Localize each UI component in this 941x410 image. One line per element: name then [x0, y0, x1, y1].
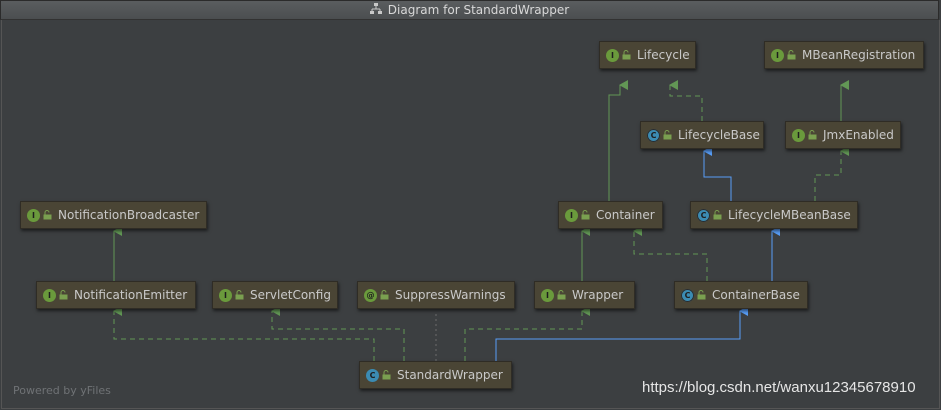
node-notificationbroadcaster[interactable]: I NotificationBroadcaster	[20, 201, 207, 229]
lock-open-icon	[235, 290, 244, 300]
lock-open-icon	[697, 290, 706, 300]
node-jmxenabled[interactable]: I JmxEnabled	[785, 121, 901, 149]
abstract-class-icon: C	[697, 208, 710, 222]
interface-icon: I	[43, 288, 56, 302]
node-suppresswarnings[interactable]: @ SuppressWarnings	[357, 281, 515, 309]
lock-open-icon	[622, 50, 631, 60]
node-label: Wrapper	[572, 288, 624, 302]
lock-open-icon	[663, 130, 672, 140]
node-standardwrapper[interactable]: C StandardWrapper	[359, 361, 512, 389]
node-label: NotificationBroadcaster	[58, 208, 200, 222]
watermark-text: https://blog.csdn.net/wanxu12345678910	[642, 379, 916, 396]
node-servletconfig[interactable]: I ServletConfig	[212, 281, 338, 309]
node-label: LifecycleBase	[678, 128, 760, 142]
node-wrapper[interactable]: I Wrapper	[534, 281, 635, 309]
lock-open-icon	[581, 210, 590, 220]
node-container[interactable]: I Container	[558, 201, 663, 229]
node-lifecycle[interactable]: I Lifecycle	[599, 41, 696, 69]
node-notificationemitter[interactable]: I NotificationEmitter	[36, 281, 196, 309]
lock-open-icon	[787, 50, 796, 60]
edge-lifecyclembeanbase-lifecyclebase	[703, 146, 732, 201]
interface-icon: I	[27, 208, 40, 222]
hierarchy-icon	[369, 2, 382, 18]
lock-open-icon	[713, 210, 722, 220]
lock-open-icon	[43, 210, 52, 220]
abstract-class-icon: C	[647, 128, 660, 142]
node-label: StandardWrapper	[397, 368, 503, 382]
edge-standardwrapper-servletconfig	[271, 306, 405, 361]
diagram-edges	[113, 80, 849, 361]
node-label: SuppressWarnings	[395, 288, 506, 302]
interface-icon: I	[792, 128, 805, 142]
window-titlebar: Diagram for StandardWrapper	[0, 0, 939, 20]
edge-lifecyclembeanbase-jmxenabled	[814, 146, 849, 201]
node-label: MBeanRegistration	[802, 48, 916, 62]
diagram-canvas[interactable]: I Lifecycle I MBeanRegistration C Lifecy…	[1, 20, 940, 409]
node-label: ServletConfig	[250, 288, 331, 302]
edge-standardwrapper-wrapper	[464, 306, 590, 361]
node-lifecyclembeanbase[interactable]: C LifecycleMBeanBase	[690, 201, 858, 229]
node-lifecyclebase[interactable]: C LifecycleBase	[640, 121, 764, 149]
lock-open-icon	[557, 290, 566, 300]
lock-open-icon	[59, 290, 68, 300]
edge-containerbase-container	[633, 226, 708, 281]
edge-lifecyclebase-lifecycle	[669, 80, 703, 121]
interface-icon: I	[771, 48, 784, 62]
interface-icon: I	[606, 48, 619, 62]
node-label: Container	[596, 208, 655, 222]
abstract-class-icon: C	[681, 288, 694, 302]
node-label: JmxEnabled	[823, 128, 894, 142]
edge-container-lifecycle	[608, 80, 628, 201]
node-label: ContainerBase	[712, 288, 800, 302]
node-label: Lifecycle	[637, 48, 690, 62]
edge-standardwrapper-notificationemitter	[113, 306, 375, 361]
class-icon: C	[366, 368, 379, 382]
interface-icon: I	[219, 288, 232, 302]
lock-open-icon	[808, 130, 817, 140]
node-label: LifecycleMBeanBase	[728, 208, 851, 222]
lock-open-icon	[380, 290, 389, 300]
node-containerbase[interactable]: C ContainerBase	[674, 281, 808, 309]
node-label: NotificationEmitter	[74, 288, 188, 302]
annotation-icon: @	[364, 288, 377, 302]
edge-standardwrapper-containerbase	[495, 306, 748, 361]
window-title: Diagram for StandardWrapper	[387, 3, 570, 17]
lock-open-icon	[382, 370, 391, 380]
interface-icon: I	[565, 208, 578, 222]
interface-icon: I	[541, 288, 554, 302]
powered-by-label: Powered by yFiles	[13, 384, 111, 397]
node-mbeanregistration[interactable]: I MBeanRegistration	[764, 41, 924, 69]
